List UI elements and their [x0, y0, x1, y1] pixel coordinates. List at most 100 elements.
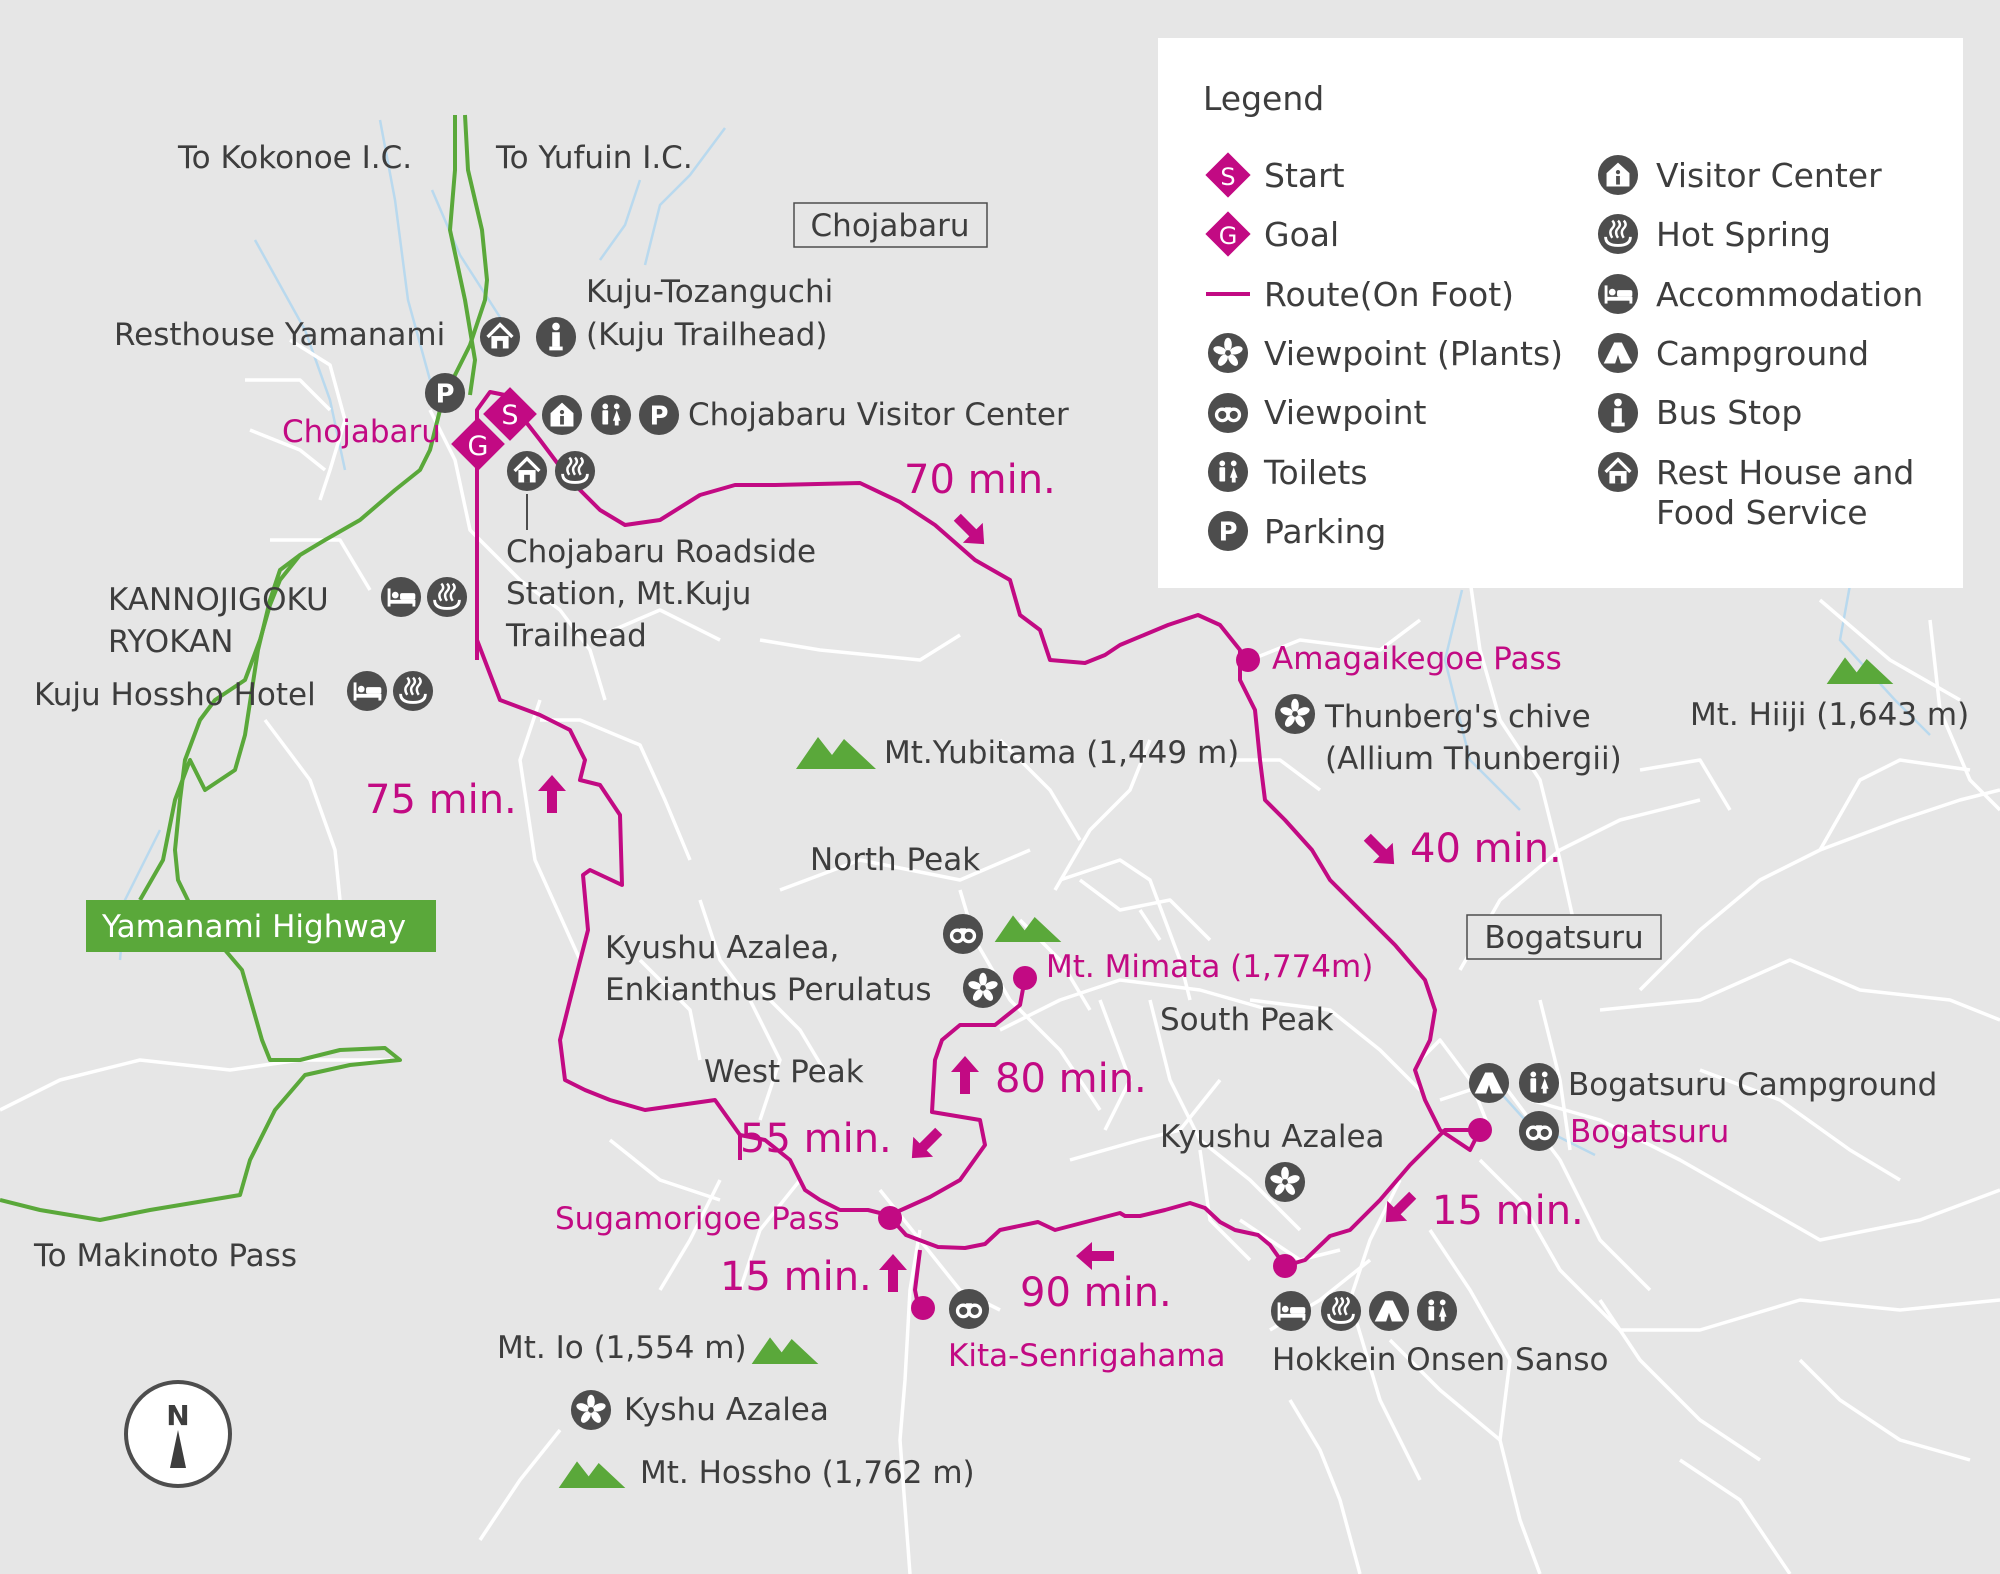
hot-spring-icon [1320, 1290, 1362, 1332]
time-80-label: 80 min. [995, 1056, 1147, 1102]
chojabaru-box-label: Chojabaru [811, 208, 970, 244]
parking-icon [424, 372, 466, 414]
legend-viewpoint-label: Viewpoint [1264, 393, 1427, 432]
mt-io-label: Mt. Io (1,554 m) [497, 1330, 747, 1366]
legend-title: Legend [1203, 79, 1324, 118]
legend-start-label: Start [1264, 156, 1345, 195]
legend-hot-spring-label: Hot Spring [1656, 215, 1831, 254]
hot-spring-icon [554, 450, 596, 492]
resthouse-yamanami-label: Resthouse Yamanami [114, 317, 445, 353]
roads [0, 338, 2000, 1574]
viewpoint-plants-icon [570, 1389, 612, 1431]
viewpoint-plants-icon [1264, 1161, 1306, 1203]
route-to-kokonoe [448, 115, 477, 396]
kannojigoku-label-1: KANNOJIGOKU [108, 582, 329, 618]
kuju-trailhead-label: (Kuju Trailhead) [586, 317, 827, 353]
visitor-center-icon [541, 394, 583, 436]
compass-north-label: N [166, 1399, 189, 1432]
legend-panel [1158, 38, 1963, 588]
viewpoint-icon [948, 1288, 990, 1330]
viewpoint-icon [942, 913, 984, 955]
south-peak-label: South Peak [1160, 1002, 1334, 1038]
west-peak-label: West Peak [704, 1054, 864, 1090]
time-55-label: 55 min. [740, 1116, 892, 1162]
legend-campground-label: Campground [1656, 334, 1869, 373]
time-90-label: 90 min. [1020, 1270, 1172, 1316]
viewpoint-plants-icon [1274, 693, 1316, 735]
kyushu-azalea-label: Kyushu Azalea [1160, 1119, 1385, 1155]
kuju-tozanguchi-label: Kuju-Tozanguchi [586, 274, 833, 310]
toilets-icon [1416, 1290, 1458, 1332]
amagaikegoe-pass-point [1236, 648, 1260, 672]
legend-food-service-label: Food Service [1656, 493, 1868, 532]
mt-hossho-label: Mt. Hossho (1,762 m) [640, 1455, 975, 1491]
bogatsuru-box [1466, 914, 1662, 960]
legend: Legend S Start G Goal Route(On Foot) Vie… [1158, 38, 1963, 588]
campground-icon [1368, 1290, 1410, 1332]
legend-rest-house-label: Rest House and [1656, 453, 1914, 492]
route-points [878, 648, 1492, 1320]
bus-stop-icon [535, 316, 577, 358]
viewpoint-plants-icon [962, 967, 1004, 1009]
start-marker-letter: S [501, 400, 518, 431]
route-to-makinoto-west [138, 553, 302, 901]
time-15-east-label: 15 min. [1432, 1188, 1584, 1234]
arrow-15-east [1385, 1191, 1417, 1223]
hiking-route [475, 390, 1482, 1306]
accommodation-icon [346, 670, 388, 712]
bogatsuru-campground-label: Bogatsuru Campground [1568, 1067, 1937, 1103]
accommodation-icon [1270, 1290, 1312, 1332]
compass: N [124, 1380, 232, 1488]
kannojigoku-label-2: RYOKAN [108, 624, 233, 660]
legend-visitor-center-label: Visitor Center [1656, 156, 1882, 195]
legend-goal-letter: G [1219, 222, 1238, 250]
kita-senrigahama-point [911, 1296, 935, 1320]
campground-icon [1468, 1062, 1510, 1104]
legend-visitor-center-icon [1597, 154, 1639, 196]
legend-hot-spring-icon [1597, 213, 1639, 255]
rest-house-icon [479, 316, 521, 358]
kuju-hossho-hotel-label: Kuju Hossho Hotel [34, 677, 316, 713]
legend-campground-icon [1597, 332, 1639, 374]
parking-icon [638, 394, 680, 436]
legend-start-letter: S [1220, 163, 1235, 191]
goal-marker [451, 417, 505, 471]
legend-rest-house-icon [1597, 451, 1639, 493]
thunberg-chive-label: Thunberg's chive [1324, 699, 1591, 735]
to-makinoto-label: To Makinoto Pass [33, 1238, 297, 1274]
kyshu-azalea-label: Kyshu Azalea [624, 1392, 829, 1428]
mt-mimata-point [1013, 966, 1037, 990]
mt-hiiji-label: Mt. Hiiji (1,643 m) [1690, 697, 1969, 733]
arrow-55 [911, 1127, 943, 1159]
chojabaru-visitor-center-label: Chojabaru Visitor Center [688, 397, 1069, 433]
roadside-station-label-3: Trailhead [505, 618, 647, 654]
bogatsuru-point [1468, 1118, 1492, 1142]
to-kokonoe-label: To Kokonoe I.C. [177, 140, 412, 176]
chojabaru-place-label: Chojabaru [282, 414, 441, 450]
goal-marker-letter: G [468, 431, 489, 462]
legend-toilets-icon [1207, 451, 1249, 493]
legend-parking-icon [1207, 510, 1249, 552]
chojabaru-box [793, 202, 988, 248]
hokkein-label: Hokkein Onsen Sanso [1272, 1342, 1608, 1378]
kita-senrigahama-label: Kita-Senrigahama [948, 1338, 1226, 1374]
legend-parking-label: Parking [1264, 512, 1386, 551]
legend-goal-label: Goal [1264, 215, 1339, 254]
sugamorigoe-pass-point [878, 1206, 902, 1230]
legend-toilets-label: Toilets [1263, 453, 1368, 492]
bogatsuru-box-label: Bogatsuru [1484, 920, 1643, 956]
hokkein-point [1273, 1254, 1297, 1278]
mt-mimata-label: Mt. Mimata (1,774m) [1046, 949, 1373, 985]
roadside-station-label-1: Chojabaru Roadside [506, 534, 816, 570]
legend-bus-stop-icon [1597, 392, 1639, 434]
hot-spring-icon [426, 576, 468, 618]
yamanami-highway-badge [86, 900, 436, 952]
toilets-icon [590, 394, 632, 436]
toilets-icon [1518, 1062, 1560, 1104]
legend-bus-stop-label: Bus Stop [1656, 393, 1802, 432]
time-40-label: 40 min. [1410, 826, 1562, 872]
hot-spring-icon [392, 670, 434, 712]
sugamorigoe-pass-label: Sugamorigoe Pass [555, 1201, 840, 1237]
accommodation-icon [380, 576, 422, 618]
